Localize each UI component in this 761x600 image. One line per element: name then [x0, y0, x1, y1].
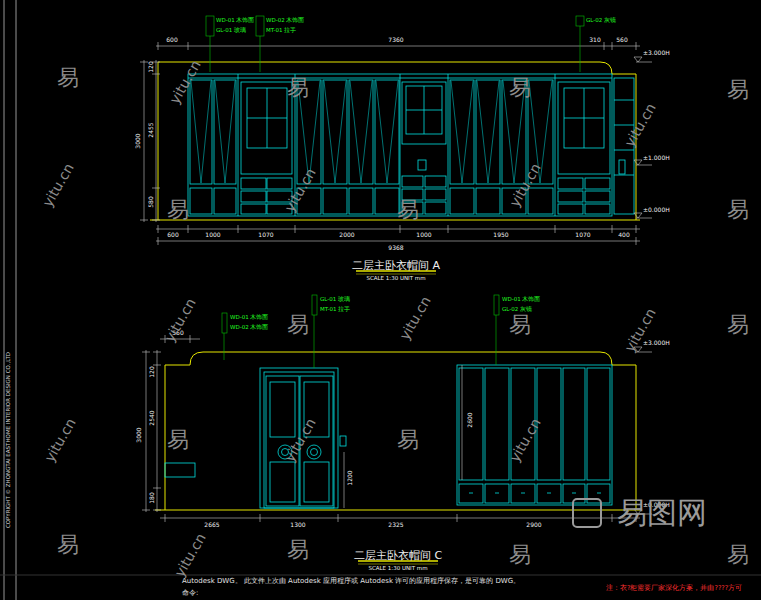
watermark: yitu.cn [162, 296, 198, 344]
watermark: yitu.cn [167, 58, 203, 106]
drawing-title: 二层主卧衣帽间 A [352, 260, 440, 271]
dimension: 1300 [290, 522, 305, 528]
dimension: 560 [616, 37, 627, 43]
command-line: Autodesk DWG。 此文件上次由 Autodesk 应用程序或 Auto… [182, 578, 520, 585]
note: 注：衣?柜需要厂家深化方案，并由????方可 [606, 585, 742, 592]
dimension: 1070 [258, 232, 273, 238]
dimension: 2000 [339, 232, 354, 238]
scale-note: SCALE 1:30 UNIT mm [368, 566, 427, 572]
dimension: 1950 [493, 232, 508, 238]
level-mark: ±1.000H [643, 155, 670, 161]
material-callout: GL-02 灰镜 [502, 307, 532, 313]
scale-note: SCALE 1:30 UNIT mm [366, 276, 425, 282]
dimension: 1000 [416, 232, 431, 238]
material-callout: GL-01 玻璃 [320, 297, 350, 303]
material-callout: WD-01 木饰面 [216, 18, 254, 24]
dimension: 2325 [388, 522, 403, 528]
watermark: 易 [727, 199, 749, 221]
dimension: 310 [589, 37, 600, 43]
level-mark: ±0.000H [643, 207, 670, 213]
watermark: yitu.cn [172, 531, 208, 579]
dimension: 2455 [148, 122, 154, 137]
dimension: 2600 [467, 412, 473, 427]
material-callout: WD-02 木饰面 [266, 18, 304, 24]
watermark: 易 [57, 67, 79, 89]
dimension: 1000 [205, 232, 220, 238]
material-callout: MT-01 拉手 [320, 307, 350, 313]
watermark: 易 [167, 199, 189, 221]
watermark: yitu.cn [40, 161, 76, 209]
watermark: 易 [57, 534, 79, 556]
dimension: 580 [148, 196, 154, 207]
material-callout: WD-01 木饰面 [230, 315, 268, 321]
level-mark: ±3.000H [643, 340, 670, 346]
watermark: 易 [397, 429, 419, 451]
watermark: yitu.cn [397, 294, 433, 342]
watermark: 易 [509, 314, 531, 336]
watermark: 易 [287, 314, 309, 336]
command-line: 命令: [182, 590, 198, 597]
dimension: 1070 [575, 232, 590, 238]
watermark: yitu.cn [42, 416, 78, 464]
watermark: 易 [727, 314, 749, 336]
material-callout: WD-01 木饰面 [502, 297, 540, 303]
dimension: 600 [167, 232, 178, 238]
dimension: 9368 [388, 245, 403, 251]
watermark: 易 [727, 79, 749, 101]
dimension: 3000 [135, 133, 141, 148]
dimension: 7360 [388, 37, 403, 43]
dimension: 120 [149, 366, 155, 377]
watermark-logo: 易图网 [617, 498, 707, 528]
material-callout: MT-01 拉手 [266, 28, 296, 34]
dimension: 180 [149, 492, 155, 503]
dimension: 400 [618, 232, 629, 238]
dimension: 120 [148, 61, 154, 72]
level-mark: ±3.000H [643, 50, 670, 56]
watermark: 易 [727, 544, 749, 566]
watermark: 易 [287, 77, 309, 99]
dimension: 2540 [149, 410, 155, 425]
watermark: yitu.cn [282, 166, 318, 214]
material-callout: GL-01 玻璃 [216, 28, 246, 34]
watermark: 易 [397, 199, 419, 221]
watermark: 易 [167, 429, 189, 451]
watermark: 易 [509, 544, 531, 566]
dimension: 2900 [526, 522, 541, 528]
copyright: COPYRIGHT © ZHONGTAI EASTHOME INTERIOR D… [6, 352, 12, 528]
dimension: 2665 [204, 522, 219, 528]
watermark: 易 [509, 77, 531, 99]
dimension: 600 [166, 37, 177, 43]
material-callout: WD-02 木饰面 [230, 325, 268, 331]
dimension: 1200 [347, 470, 353, 485]
dimension: 3000 [136, 427, 142, 442]
drawing-title: 二层主卧衣帽间 C [354, 550, 442, 561]
watermark: yitu.cn [507, 416, 543, 464]
material-callout: GL-02 灰镜 [586, 18, 616, 24]
watermark: 易 [287, 539, 309, 561]
